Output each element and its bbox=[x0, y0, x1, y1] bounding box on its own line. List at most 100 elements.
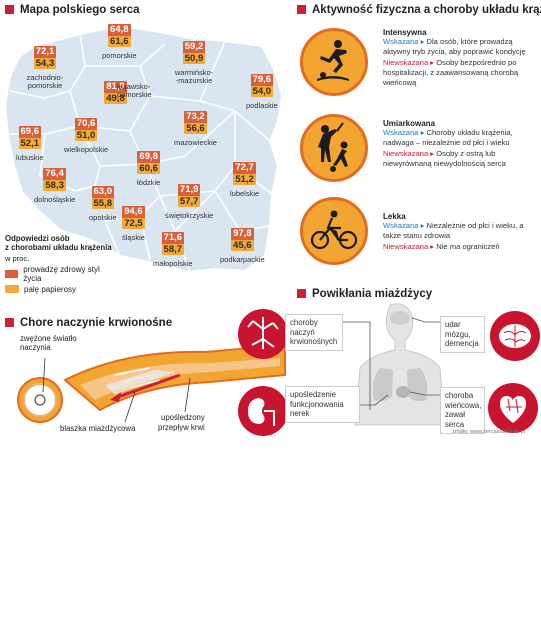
region-values: 81,9 49,8 bbox=[104, 81, 127, 104]
value-healthy: 69,6 bbox=[18, 126, 42, 138]
activity-name: Umiarkowana bbox=[383, 119, 436, 128]
region-name: łódzkie bbox=[137, 178, 161, 187]
poland-map bbox=[3, 24, 284, 274]
region-values: 79,6 54,0 bbox=[250, 74, 274, 97]
region-pomorskie: 64,8 61,6 pomorskie bbox=[102, 24, 137, 60]
region-name: warmińsko- -mazurskie bbox=[174, 68, 214, 85]
not-recommended-text: Osoby bezpośrednio po hospitalizacji, z … bbox=[383, 57, 519, 88]
region-name: pomorskie bbox=[102, 51, 137, 60]
recommended-label: Wskazana bbox=[383, 37, 419, 46]
region-lodzkie: 69,8 60,6 łódzkie bbox=[137, 151, 160, 187]
region-lubelskie: 72,7 51,2 lubelskie bbox=[230, 162, 259, 198]
label-flow: upośledzony przepływ krwi bbox=[158, 413, 205, 432]
region-opolskie: 63,0 55,8 opolskie bbox=[89, 186, 117, 222]
region-values: 64,8 61,6 bbox=[108, 24, 131, 47]
region-name: podlaskie bbox=[246, 101, 278, 110]
region-swietokrzyskie: 71,9 57,7 świętokrzyskie bbox=[165, 184, 213, 220]
activity-not-recommended: Niewskazana ▸ Osoby z ostrą lub niewyrów… bbox=[383, 148, 506, 168]
region-values: 94,6 72,5 bbox=[122, 206, 145, 229]
recommended-text: Niezależnie od płci i wieku, a także sta… bbox=[383, 221, 524, 241]
region-values: 97,8 45,6 bbox=[231, 228, 254, 251]
blood-vessels-icon bbox=[238, 309, 288, 359]
value-healthy: 70,6 bbox=[74, 118, 98, 130]
not-recommended-label: Niewskazana bbox=[383, 57, 429, 67]
region-values: 69,8 60,6 bbox=[137, 151, 160, 174]
region-mazowieckie: 73,2 56,6 mazowieckie bbox=[174, 111, 217, 147]
region-slaskie: 94,6 72,5 śląskie bbox=[122, 206, 145, 242]
value-healthy: 94,6 bbox=[122, 206, 145, 218]
value-smoking: 54,3 bbox=[33, 57, 57, 69]
kidney-icon bbox=[238, 386, 288, 436]
complication-label-heart: choroba wieńcowa, zawał serca bbox=[440, 387, 485, 434]
value-healthy: 97,8 bbox=[231, 228, 254, 240]
value-smoking: 51,0 bbox=[74, 129, 98, 141]
recommended-text: Dla osób, które prowadzą aktywny tryb ży… bbox=[383, 37, 526, 57]
region-values: 72,7 51,2 bbox=[233, 162, 256, 185]
value-healthy: 63,0 bbox=[91, 186, 115, 198]
source-note: źródło: www.sercainadwisla.pl bbox=[452, 429, 526, 435]
region-podkarpackie: 97,8 45,6 podkarpackie bbox=[220, 228, 265, 264]
label-narrowed: zwężone światło naczynia bbox=[20, 334, 77, 353]
value-smoking: 52,1 bbox=[18, 137, 42, 149]
vessel-illustration bbox=[17, 343, 286, 423]
complications-title: Powikłania miażdżycy bbox=[297, 288, 432, 300]
title-marker bbox=[5, 5, 14, 14]
value-healthy: 73,2 bbox=[184, 111, 207, 123]
map-legend: Odpowiedzi osób z chorobami układu krąże… bbox=[5, 234, 115, 294]
region-name: lubelskie bbox=[230, 189, 260, 198]
region-dolnoslaskie: 76,4 58,3 dolnośląskie bbox=[34, 168, 75, 204]
complication-label-brain: udar mózgu, demencja bbox=[440, 316, 485, 354]
region-values: 59,2 50,9 bbox=[182, 41, 206, 64]
region-wielkopolskie: 70,6 51,0 wielkopolskie bbox=[64, 118, 108, 154]
heart-icon bbox=[488, 383, 538, 433]
activity-item-light: Lekka Wskazana ▸ Niezależnie od płci i w… bbox=[383, 212, 539, 252]
region-name: wielkopolskie bbox=[64, 145, 109, 154]
region-values: 70,6 51,0 bbox=[74, 118, 98, 141]
activity-not-recommended: Niewskazana ▸ Nie ma ograniczeń bbox=[383, 241, 500, 251]
region-warminsko-mazurskie: 59,2 50,9 warmińsko- -mazurskie bbox=[168, 41, 220, 85]
recommended-label: Wskazana bbox=[383, 128, 419, 137]
value-smoking: 54,0 bbox=[250, 85, 274, 97]
region-name: zachodnio- pomorskie bbox=[26, 73, 64, 90]
value-smoking: 45,6 bbox=[231, 239, 254, 251]
region-lubuskie: 69,6 52,1 lubuskie bbox=[16, 126, 44, 162]
region-values: 71,9 57,7 bbox=[177, 184, 201, 207]
activity-name: Lekka bbox=[383, 212, 406, 221]
not-recommended-label: Niewskazana bbox=[383, 241, 429, 251]
region-values: 71,6 58,7 bbox=[161, 232, 185, 255]
value-smoking: 55,8 bbox=[91, 197, 115, 209]
activity-item-moderate: Umiarkowana Wskazana ▸ Choroby układu kr… bbox=[383, 119, 539, 169]
title-marker bbox=[297, 5, 306, 14]
region-values: 73,2 56,6 bbox=[184, 111, 207, 134]
not-recommended-text: Osoby z ostrą lub niewyrównaną niewydoln… bbox=[383, 148, 506, 168]
value-healthy: 79,6 bbox=[250, 74, 274, 86]
value-smoking: 61,6 bbox=[108, 35, 131, 47]
legend-item-smoking: palę papierosy bbox=[5, 285, 115, 294]
activity-recommended: Wskazana ▸ Choroby układu krążenia, nadw… bbox=[383, 128, 513, 148]
region-values: 72,1 54,3 bbox=[33, 46, 57, 69]
value-healthy: 71,9 bbox=[177, 184, 201, 196]
region-kujawsko-pomorskie: 81,9 49,8 kujawsko- pomorskie bbox=[93, 81, 152, 109]
activity-recommended: Wskazana ▸ Dla osób, które prowadzą akty… bbox=[383, 37, 526, 57]
map-title: Mapa polskiego serca bbox=[5, 4, 140, 16]
value-smoking: 72,5 bbox=[122, 217, 145, 229]
region-podlaskie: 79,6 54,0 podlaskie bbox=[246, 74, 278, 110]
value-healthy: 59,2 bbox=[182, 41, 206, 53]
value-smoking: 50,9 bbox=[182, 52, 206, 64]
region-values: 63,0 55,8 bbox=[91, 186, 115, 209]
region-name: lubuskie bbox=[16, 153, 44, 162]
recommended-text: Choroby układu krążenia, nadwaga – nieza… bbox=[383, 128, 513, 148]
legend-swatch bbox=[5, 269, 19, 278]
legend-label: palę papierosy bbox=[24, 284, 77, 294]
region-malopolskie: 71,6 58,7 małopolskie bbox=[153, 232, 193, 268]
complication-label-kidneys: upośledzenie funkcjonowania nerek bbox=[285, 386, 360, 424]
value-healthy: 72,7 bbox=[233, 162, 256, 174]
vessel-title: Chore naczynie krwionośne bbox=[5, 317, 172, 329]
region-name: kujawsko- pomorskie bbox=[117, 82, 152, 99]
region-name: małopolskie bbox=[153, 259, 193, 268]
brain-icon bbox=[490, 311, 540, 361]
value-healthy: 72,1 bbox=[33, 46, 57, 58]
recommended-label: Wskazana bbox=[383, 221, 419, 230]
legend-label: prowadzę zdrowy styl życia bbox=[23, 264, 100, 283]
region-name: mazowieckie bbox=[174, 138, 217, 147]
